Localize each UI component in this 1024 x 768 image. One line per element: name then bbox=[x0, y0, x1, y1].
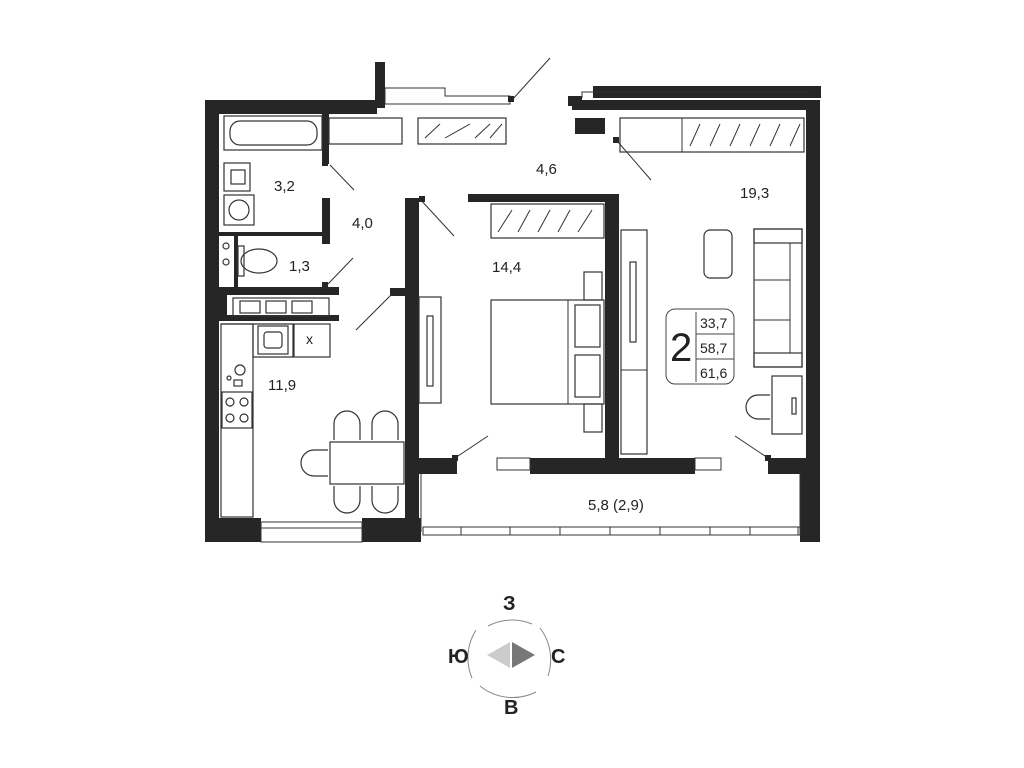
compass: З В Ю С bbox=[448, 593, 565, 719]
area-kitchen: 11,9 bbox=[268, 377, 296, 394]
sink-icon bbox=[223, 162, 251, 192]
total-area-with-balcony: 61,6 bbox=[700, 365, 727, 381]
stove-icon bbox=[221, 391, 253, 429]
pouf-icon bbox=[703, 229, 733, 279]
doors bbox=[322, 57, 771, 461]
bed-icon bbox=[490, 271, 605, 433]
compass-east: С bbox=[551, 646, 565, 668]
compass-west: Ю bbox=[448, 646, 469, 668]
kettle-icon bbox=[226, 364, 246, 387]
area-living: 19,3 bbox=[740, 185, 769, 202]
desk-icon bbox=[745, 375, 803, 435]
compass-arrow-west-icon bbox=[487, 642, 510, 668]
outer-walls bbox=[205, 62, 821, 542]
sofa-icon bbox=[753, 228, 803, 368]
area-bathroom: 3,2 bbox=[274, 178, 295, 195]
area-balcony: 5,8 (2,9) bbox=[588, 497, 644, 514]
bathtub-icon bbox=[223, 115, 323, 151]
rooms-count: 2 bbox=[670, 326, 692, 370]
kitchen-cabinets-icon bbox=[232, 297, 330, 317]
living-wardrobe-icon bbox=[619, 117, 805, 153]
toilet-icon bbox=[222, 242, 278, 277]
svg-text:x: x bbox=[306, 331, 313, 347]
area-corridor: 4,0 bbox=[352, 215, 373, 232]
washing-machine-icon bbox=[223, 194, 255, 226]
kitchen-counter-icon: x bbox=[220, 323, 331, 518]
compass-arrow-east-icon bbox=[512, 642, 535, 668]
tv-stand-icon bbox=[418, 296, 442, 404]
compass-north: З bbox=[503, 593, 516, 615]
area-bedroom: 14,4 bbox=[492, 259, 521, 276]
tv-cabinet-icon bbox=[620, 229, 648, 455]
hall-wardrobe-icon bbox=[328, 117, 507, 145]
area-wc: 1,3 bbox=[289, 258, 310, 275]
bedroom-wardrobe-icon bbox=[490, 203, 605, 239]
area-hall: 4,6 bbox=[536, 161, 557, 178]
dining-table-icon bbox=[300, 410, 405, 514]
area-summary-box: 2 33,7 58,7 61,6 bbox=[665, 308, 735, 385]
compass-south: В bbox=[504, 697, 518, 719]
total-area: 58,7 bbox=[700, 340, 727, 356]
room-labels: 3,2 1,3 4,0 4,6 11,9 14,4 19,3 5,8 (2,9) bbox=[268, 161, 769, 514]
living-area: 33,7 bbox=[700, 315, 727, 331]
